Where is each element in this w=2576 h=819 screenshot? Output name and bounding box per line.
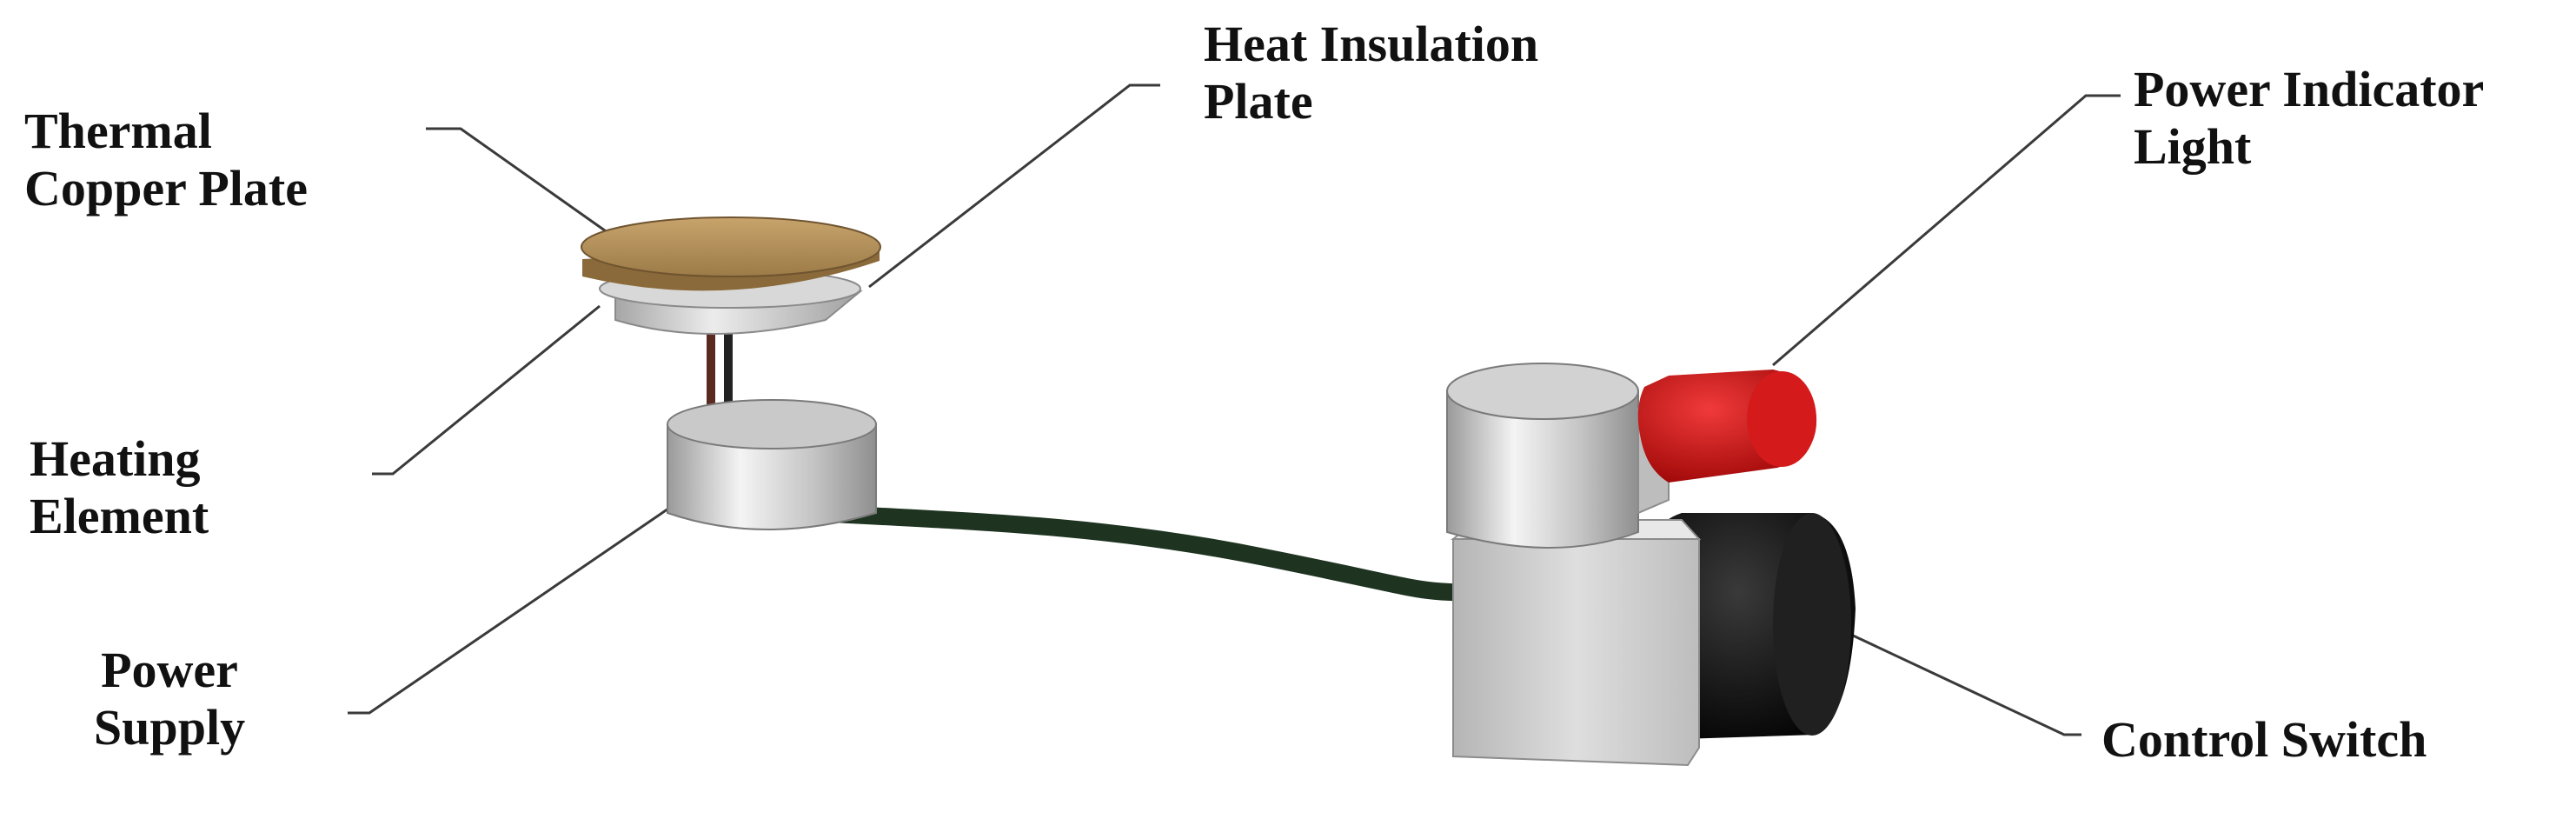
leader-power-indicator-light bbox=[1772, 94, 2121, 367]
leader-thermal-copper-plate bbox=[426, 127, 609, 235]
leader-lines bbox=[348, 83, 2121, 736]
label-line: Element bbox=[30, 488, 209, 544]
label-line: Power bbox=[101, 642, 238, 698]
power-cable bbox=[730, 500, 1486, 602]
leader-heat-insulation-plate bbox=[868, 83, 1160, 289]
label-line: Power Indicator bbox=[2134, 61, 2485, 117]
leader-heating-element bbox=[372, 304, 601, 476]
label-line: Control Switch bbox=[2101, 711, 2427, 768]
label-line: Heating bbox=[30, 430, 201, 487]
heater-wires bbox=[707, 323, 733, 419]
label-heat-insulation-plate: Heat Insulation Plate bbox=[1204, 16, 1538, 130]
label-line: Plate bbox=[1204, 73, 1313, 130]
label-line: Light bbox=[2134, 118, 2252, 175]
label-line: Copper Plate bbox=[24, 160, 308, 216]
label-heating-element: Heating Element bbox=[30, 430, 209, 545]
label-line: Supply bbox=[93, 699, 246, 756]
power-indicator-light bbox=[1637, 370, 1817, 483]
label-power-indicator-light: Power Indicator Light bbox=[2134, 61, 2484, 176]
label-line: Thermal bbox=[24, 103, 212, 159]
leader-control-switch bbox=[1850, 633, 2081, 736]
indicator-housing bbox=[1446, 363, 1670, 549]
label-power-supply: Power Supply bbox=[61, 642, 278, 756]
control-switch bbox=[1659, 513, 1856, 739]
label-thermal-copper-plate: Thermal Copper Plate bbox=[24, 103, 308, 217]
label-control-switch: Control Switch bbox=[2101, 711, 2427, 769]
heating-element bbox=[667, 399, 877, 530]
thermal-copper-plate bbox=[581, 216, 881, 291]
switch-housing bbox=[1451, 519, 1702, 767]
leader-power-supply bbox=[348, 468, 727, 715]
label-line: Heat Insulation bbox=[1204, 16, 1539, 72]
